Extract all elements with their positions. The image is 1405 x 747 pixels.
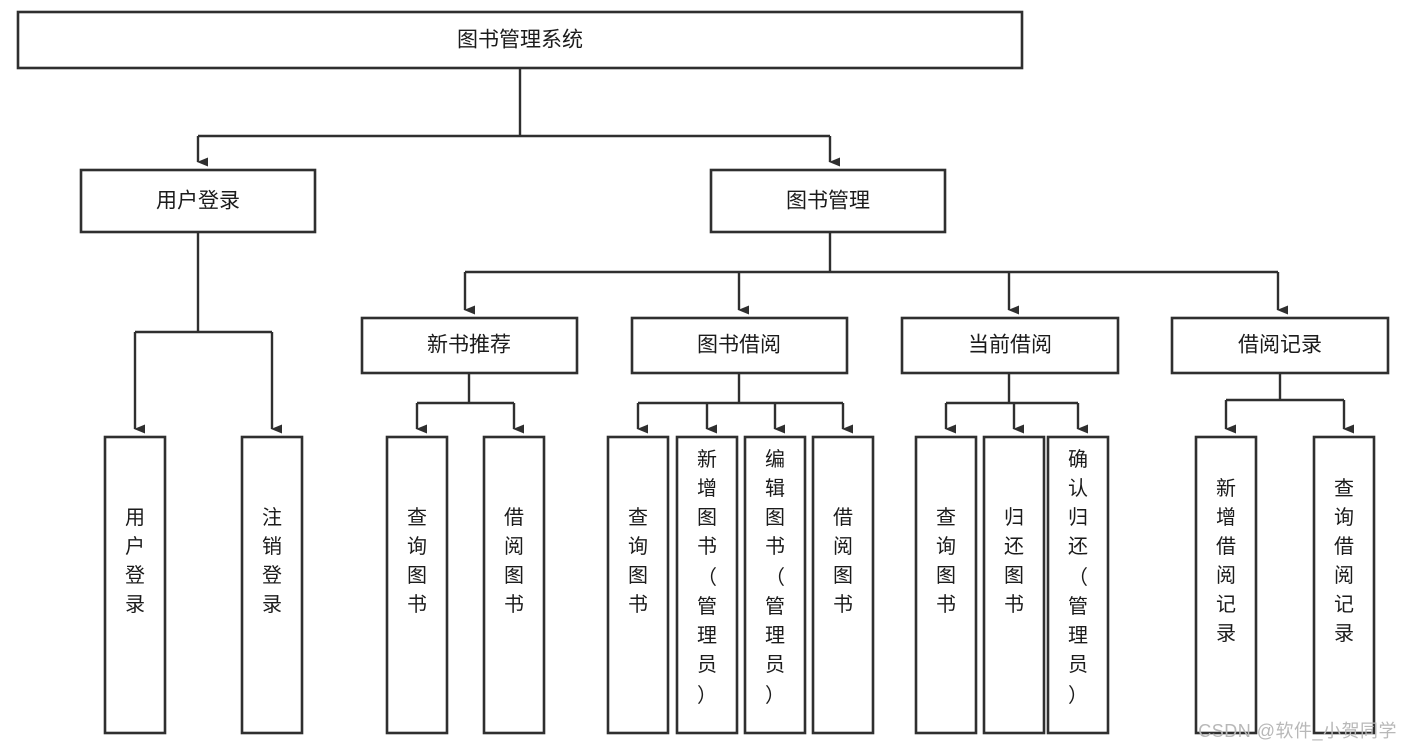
node-new-book-recommend[interactable]: 新书推荐 — [360, 316, 579, 375]
node-root-label: 图书管理系统 — [457, 29, 583, 52]
leaf-return-book[interactable]: 归还图书 — [982, 435, 1046, 735]
leaf-borrow-book-1[interactable]: 借阅图书 — [482, 435, 546, 735]
leaf-add-borrow-record-label: 新增借阅记录 — [1216, 477, 1236, 645]
leaf-confirm-return-admin[interactable]: 确认归还（管理员） — [1046, 435, 1110, 735]
node-borrow-record-label: 借阅记录 — [1238, 334, 1322, 357]
leaf-add-borrow-record[interactable]: 新增借阅记录 — [1194, 435, 1258, 735]
leaf-query-book-1-box[interactable] — [385, 435, 449, 735]
leaf-return-book-label: 归还图书 — [1004, 506, 1024, 616]
leaf-logout-login-label: 注销登录 — [262, 506, 282, 616]
node-user-login-box[interactable] — [79, 168, 317, 234]
leaf-borrow-book-1-box[interactable] — [482, 435, 546, 735]
leaf-user-login[interactable]: 用户登录 — [103, 435, 167, 735]
connectors — [133, 68, 1354, 434]
leaf-logout-login-box[interactable] — [240, 435, 304, 735]
leaf-borrow-book-2[interactable]: 借阅图书 — [811, 435, 875, 735]
leaf-edit-book-admin[interactable]: 编辑图书（管理员） — [743, 435, 807, 735]
leaf-add-book-admin-box[interactable] — [675, 435, 739, 735]
leaf-query-book-3-label: 查询图书 — [936, 506, 956, 616]
node-book-borrow-label: 图书借阅 — [697, 334, 781, 357]
leaf-add-book-admin[interactable]: 新增图书（管理员） — [675, 435, 739, 735]
leaf-query-borrow-record[interactable]: 查询借阅记录 — [1312, 435, 1376, 735]
node-current-borrow[interactable]: 当前借阅 — [900, 316, 1120, 375]
leaf-add-borrow-record-box[interactable] — [1194, 435, 1258, 735]
leaf-logout-login[interactable]: 注销登录 — [240, 435, 304, 735]
node-current-borrow-box[interactable] — [900, 316, 1120, 375]
node-user-login[interactable]: 用户登录 — [79, 168, 317, 234]
node-user-login-label: 用户登录 — [156, 190, 240, 213]
node-book-management-box[interactable] — [709, 168, 947, 234]
leaf-return-book-box[interactable] — [982, 435, 1046, 735]
leaf-query-book-3-box[interactable] — [914, 435, 978, 735]
leaf-edit-book-admin-label: 编辑图书（管理员） — [765, 448, 785, 707]
leaf-borrow-book-2-label: 借阅图书 — [833, 506, 853, 616]
node-book-management[interactable]: 图书管理 — [709, 168, 947, 234]
leaf-user-login-box[interactable] — [103, 435, 167, 735]
leaf-borrow-book-1-label: 借阅图书 — [504, 506, 524, 616]
leaf-edit-book-admin-box[interactable] — [743, 435, 807, 735]
watermark: CSDN @软件_小贺同学 — [1198, 721, 1397, 741]
node-borrow-record[interactable]: 借阅记录 — [1170, 316, 1390, 375]
leaf-query-borrow-record-box[interactable] — [1312, 435, 1376, 735]
leaf-query-book-2-box[interactable] — [606, 435, 670, 735]
node-book-management-label: 图书管理 — [786, 190, 870, 213]
node-new-book-recommend-label: 新书推荐 — [427, 334, 511, 357]
leaf-query-book-3[interactable]: 查询图书 — [914, 435, 978, 735]
leaf-query-book-1-label: 查询图书 — [407, 506, 427, 616]
leaf-borrow-book-2-box[interactable] — [811, 435, 875, 735]
leaf-query-book-2[interactable]: 查询图书 — [606, 435, 670, 735]
leaf-query-book-1[interactable]: 查询图书 — [385, 435, 449, 735]
leaf-confirm-return-admin-box[interactable] — [1046, 435, 1110, 735]
leaf-user-login-label: 用户登录 — [125, 507, 145, 616]
node-root[interactable]: 图书管理系统 — [16, 10, 1024, 70]
leaf-add-book-admin-label: 新增图书（管理员） — [697, 448, 717, 707]
leaf-confirm-return-admin-label: 确认归还（管理员） — [1068, 448, 1088, 707]
node-new-book-recommend-box[interactable] — [360, 316, 579, 375]
node-borrow-record-box[interactable] — [1170, 316, 1390, 375]
node-root-box[interactable] — [16, 10, 1024, 70]
node-book-borrow[interactable]: 图书借阅 — [630, 316, 849, 375]
leaf-query-book-2-label: 查询图书 — [628, 506, 648, 616]
node-current-borrow-label: 当前借阅 — [968, 334, 1052, 357]
leaf-query-borrow-record-label: 查询借阅记录 — [1334, 477, 1354, 645]
node-book-borrow-box[interactable] — [630, 316, 849, 375]
